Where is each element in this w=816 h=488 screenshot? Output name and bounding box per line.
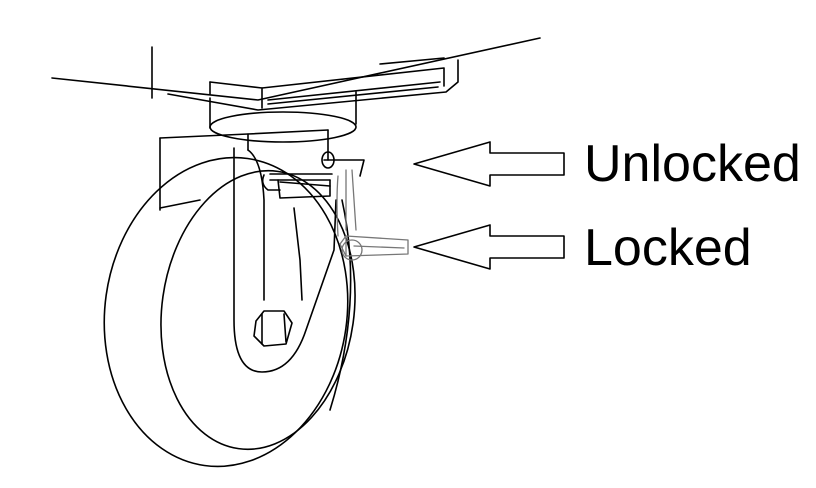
lock-pin-locked [336,169,409,261]
unlocked-label: Unlocked [584,135,801,193]
unlocked-arrow [413,141,565,187]
locked-label: Locked [584,219,752,277]
caster-fork [159,129,337,373]
axle-nut [253,310,293,347]
caster-wheel [103,156,356,468]
mounting-plate [51,37,541,111]
swivel-housing [209,91,357,143]
locked-arrow [413,224,565,270]
lock-pin-unlocked [261,151,365,199]
